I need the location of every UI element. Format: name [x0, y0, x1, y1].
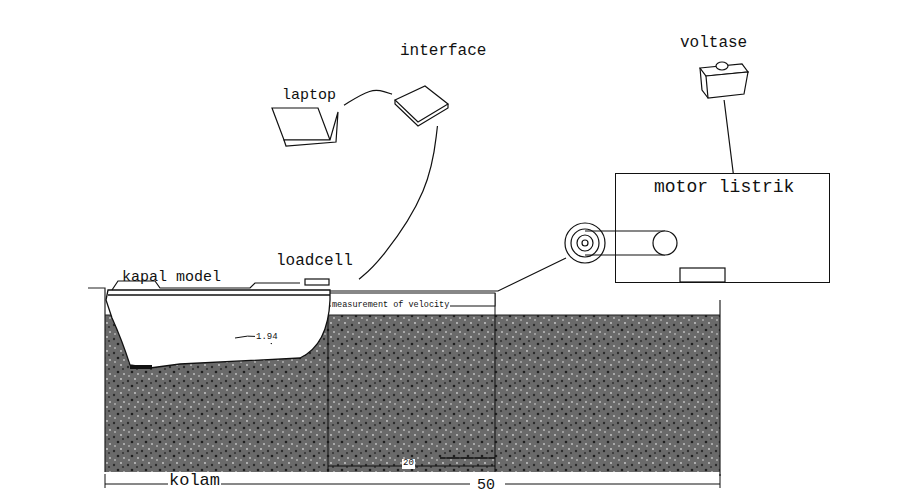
pool-wall — [88, 288, 105, 472]
ship-hull — [106, 290, 330, 368]
cable — [359, 126, 437, 279]
node-label: loadcell — [276, 253, 353, 271]
zone-label: measurement of velocity — [331, 301, 450, 310]
node-label: interface — [400, 43, 486, 61]
laptop-node: laptop — [268, 86, 344, 146]
dimension-label: 20 — [402, 459, 415, 469]
power-supply-node: voltase — [680, 34, 756, 100]
interface-node: interface — [392, 42, 493, 126]
cable — [344, 90, 392, 105]
node-label: motor listrik — [654, 178, 794, 198]
interface-icon — [395, 86, 448, 122]
pool-label-wrap: kolam — [168, 472, 221, 491]
node-label: laptop — [282, 88, 336, 105]
dimension-label: 50 — [476, 478, 496, 495]
dimension-label-wrap: 20 — [402, 452, 415, 470]
motor-box: motor listrik — [615, 173, 830, 283]
loadcell-block — [305, 279, 329, 285]
motor-shaft — [653, 231, 677, 255]
pool-label: kolam — [168, 472, 221, 491]
cable — [724, 100, 733, 173]
angle-label: 1.94 — [255, 333, 279, 343]
ship-model: kapal model — [104, 268, 332, 370]
node-label: kapal model — [122, 270, 221, 287]
node-label: voltase — [680, 35, 747, 53]
laptop-icon — [272, 108, 330, 140]
zone-label-wrap: measurement of velocity — [331, 294, 450, 312]
dimension-label-wrap: 50 — [476, 476, 496, 495]
loadcell-node: loadcell — [276, 252, 359, 286]
angle-label-wrap: 1.94 — [255, 326, 279, 344]
